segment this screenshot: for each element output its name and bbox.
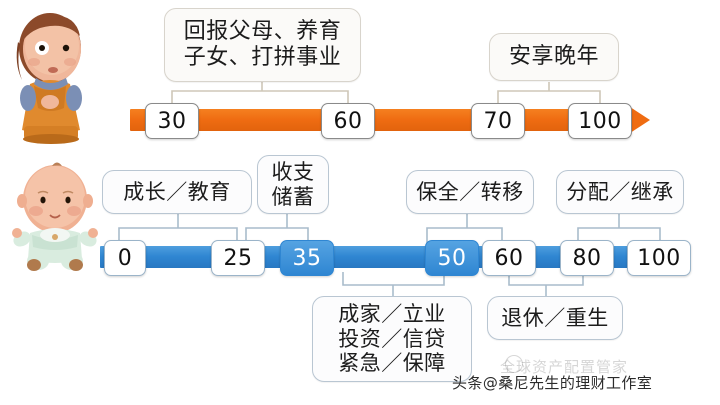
callout-savings-line-1: 收支: [271, 160, 315, 185]
adult-node-70-label: 70: [483, 108, 513, 134]
callout-family-line-1: 成家／立业: [338, 302, 446, 327]
adult-node-60-label: 60: [333, 108, 363, 134]
life-node-0-label: 0: [117, 245, 133, 271]
life-node-80-label: 80: [572, 245, 602, 271]
adult-node-100[interactable]: 100: [568, 103, 632, 139]
callout-growth-line-1: 成长／教育: [123, 179, 231, 204]
life-node-25-label: 25: [223, 245, 253, 271]
callout-adult-1-line-1: 回报父母、养育: [183, 19, 342, 45]
callout-adult-2: 安享晚年: [489, 33, 619, 81]
footer-attribution: 头条@桑尼先生的理财工作室: [452, 372, 652, 393]
callout-preserve-line-1: 保全／转移: [416, 179, 524, 204]
life-node-60-label: 60: [494, 245, 524, 271]
life-node-60[interactable]: 60: [482, 240, 536, 276]
watermark-ghost-text: 全球资产配置管家: [500, 358, 629, 376]
life-node-100-label: 100: [637, 245, 681, 271]
callout-family-line-3: 紧急／保障: [338, 351, 446, 376]
life-node-80[interactable]: 80: [560, 240, 614, 276]
watermark-logo-icon: [505, 355, 523, 373]
callout-retire-line-1: 退休／重生: [501, 305, 609, 330]
callout-growth: 成长／教育: [102, 170, 252, 214]
life-node-50-label: 50: [437, 245, 467, 271]
callout-savings-line-2: 储蓄: [271, 184, 315, 209]
life-node-35-label: 35: [292, 245, 322, 271]
life-node-35[interactable]: 35: [280, 240, 334, 276]
callout-adult-1-line-2: 子女、打拼事业: [183, 45, 342, 70]
adult-node-100-label: 100: [578, 108, 622, 134]
callout-savings: 收支 储蓄: [257, 155, 329, 214]
baby-figurine: [12, 155, 98, 277]
adult-node-60[interactable]: 60: [321, 103, 375, 139]
life-node-0[interactable]: 0: [104, 240, 146, 276]
adult-node-70[interactable]: 70: [471, 103, 525, 139]
adult-node-30-label: 30: [157, 108, 187, 134]
footer-handle-label: @桑尼先生的理财工作室: [482, 374, 653, 392]
callout-family-line-2: 投资／信贷: [338, 326, 446, 351]
footer-platform-label: 头条: [452, 374, 483, 392]
life-node-50[interactable]: 50: [425, 240, 479, 276]
adult-node-30[interactable]: 30: [145, 103, 199, 139]
callout-preserve: 保全／转移: [406, 170, 534, 214]
callout-adult-2-line-1: 安享晚年: [508, 44, 599, 70]
elderly-figurine: [4, 2, 96, 144]
callout-distribute: 分配／继承: [556, 170, 684, 214]
callout-adult-1: 回报父母、养育 子女、打拼事业: [164, 8, 361, 82]
callout-distribute-line-1: 分配／继承: [566, 179, 674, 204]
life-node-100[interactable]: 100: [627, 240, 691, 276]
life-node-25[interactable]: 25: [211, 240, 265, 276]
callout-family: 成家／立业 投资／信贷 紧急／保障: [312, 296, 472, 382]
callout-retire: 退休／重生: [487, 296, 623, 340]
adult-timeline-track: [130, 109, 628, 131]
